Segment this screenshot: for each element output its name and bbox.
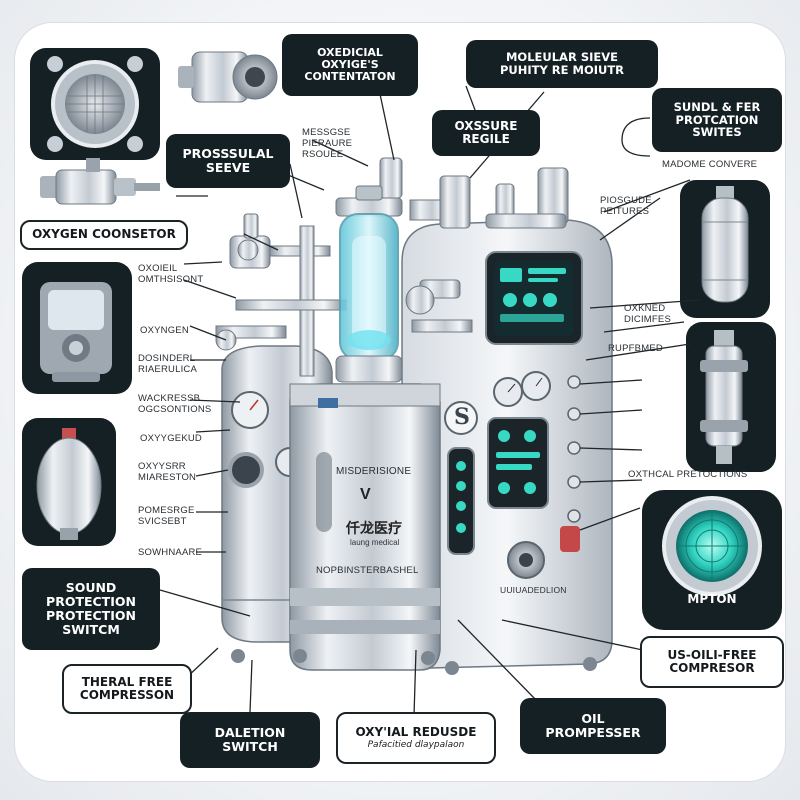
cylinder-brand: laung medical xyxy=(350,538,400,547)
cylinder-line1: MISDERISIONE xyxy=(336,466,412,477)
label-oxkned-dicimfes: OXKNED DICIMFES xyxy=(624,303,671,325)
label-oxyygekud: OXYYGEKUD xyxy=(140,433,202,444)
front-cylinder xyxy=(289,383,441,671)
callout-oil-free-compressor: US-OILI-FREE COMPRESOR xyxy=(640,636,784,688)
cylinder-logo: V xyxy=(360,486,371,503)
connector-part xyxy=(40,158,160,205)
tank-part xyxy=(36,428,102,540)
glass-sieve-column xyxy=(335,185,403,383)
callout-oxyial-redusde: OXY'IAL REDUSDE Pafacitied dlaypalaon xyxy=(336,712,496,764)
label-wackressb: WACKRESSB OGCSONTIONS xyxy=(138,393,212,415)
callout-theral-free: THERAL FREE COMPRESSON xyxy=(62,664,192,714)
label-oxyysrr: OXYYSRR MIARESTON xyxy=(138,461,197,483)
label-oxyngen: OXYNGEN xyxy=(140,325,189,336)
callout-mpton: MPTON xyxy=(687,592,737,607)
label-dosinderl: DOSINDERL RIAERULICA xyxy=(138,353,198,375)
speaker-part xyxy=(47,56,143,152)
callout-prossual-seeve: PROSSSULAL SEEVE xyxy=(166,134,290,188)
cylinder-cjk: 仟龙医疗 xyxy=(346,521,402,537)
label-rupfbmed: RUPFBMED xyxy=(608,343,663,354)
callout-oxygen-concentration: OXEDICIAL OXYIGE'S CONTENTATON xyxy=(282,34,418,96)
valve-cylinder-part xyxy=(700,330,748,464)
label-madome-convere: MADOME CONVERE xyxy=(662,159,758,170)
cutaway-part xyxy=(40,282,112,382)
callout-oil-prompesser: OIL PROMPESSER xyxy=(520,698,666,754)
callout-molecular-sieve: MOLEULAR SIEVE PUHITY RE MOIUTR xyxy=(466,40,658,88)
callout-pressure-regile: OXSSURE REGILE xyxy=(432,110,540,156)
s-badge-letter: S xyxy=(454,404,470,430)
callout-sound-fer-protection: SUNDL & FER PROTCATION SWITES xyxy=(652,88,782,152)
label-message-pieraure: MESSGSE PIERAURE RSOUEE xyxy=(302,127,353,160)
label-oxoieil: OXOIEIL OMTHSISONT xyxy=(138,263,204,285)
cylinder-bottom: NOPBINSTERBASHEL xyxy=(316,565,419,576)
label-uuladeton: UUIUADEDLION xyxy=(500,585,567,595)
compressor-disk-part xyxy=(662,496,762,596)
label-pomesrge: POMESRGE SVICSEBT xyxy=(138,505,195,527)
callout-daletion-switch: DALETION SWITCH xyxy=(180,712,320,768)
callout-oxygen-connector: OXYGEN COONSETOR xyxy=(20,220,188,250)
label-sowhnaare: SOWHNAARE xyxy=(138,547,203,558)
valve-part-top xyxy=(178,51,278,103)
leader-lines xyxy=(159,74,701,717)
label-oxthcal-pretoctions: OXTHCAL PRETOCTIONS xyxy=(628,469,748,480)
s-badge xyxy=(444,401,478,435)
callout-sound-protection-switch: SOUND PROTECTION PROTECTION SWITCM xyxy=(22,568,160,650)
sieve-cylinder-part xyxy=(701,186,749,303)
label-piosgude-peitures: PIOSGUDE PEITURES xyxy=(600,195,652,217)
